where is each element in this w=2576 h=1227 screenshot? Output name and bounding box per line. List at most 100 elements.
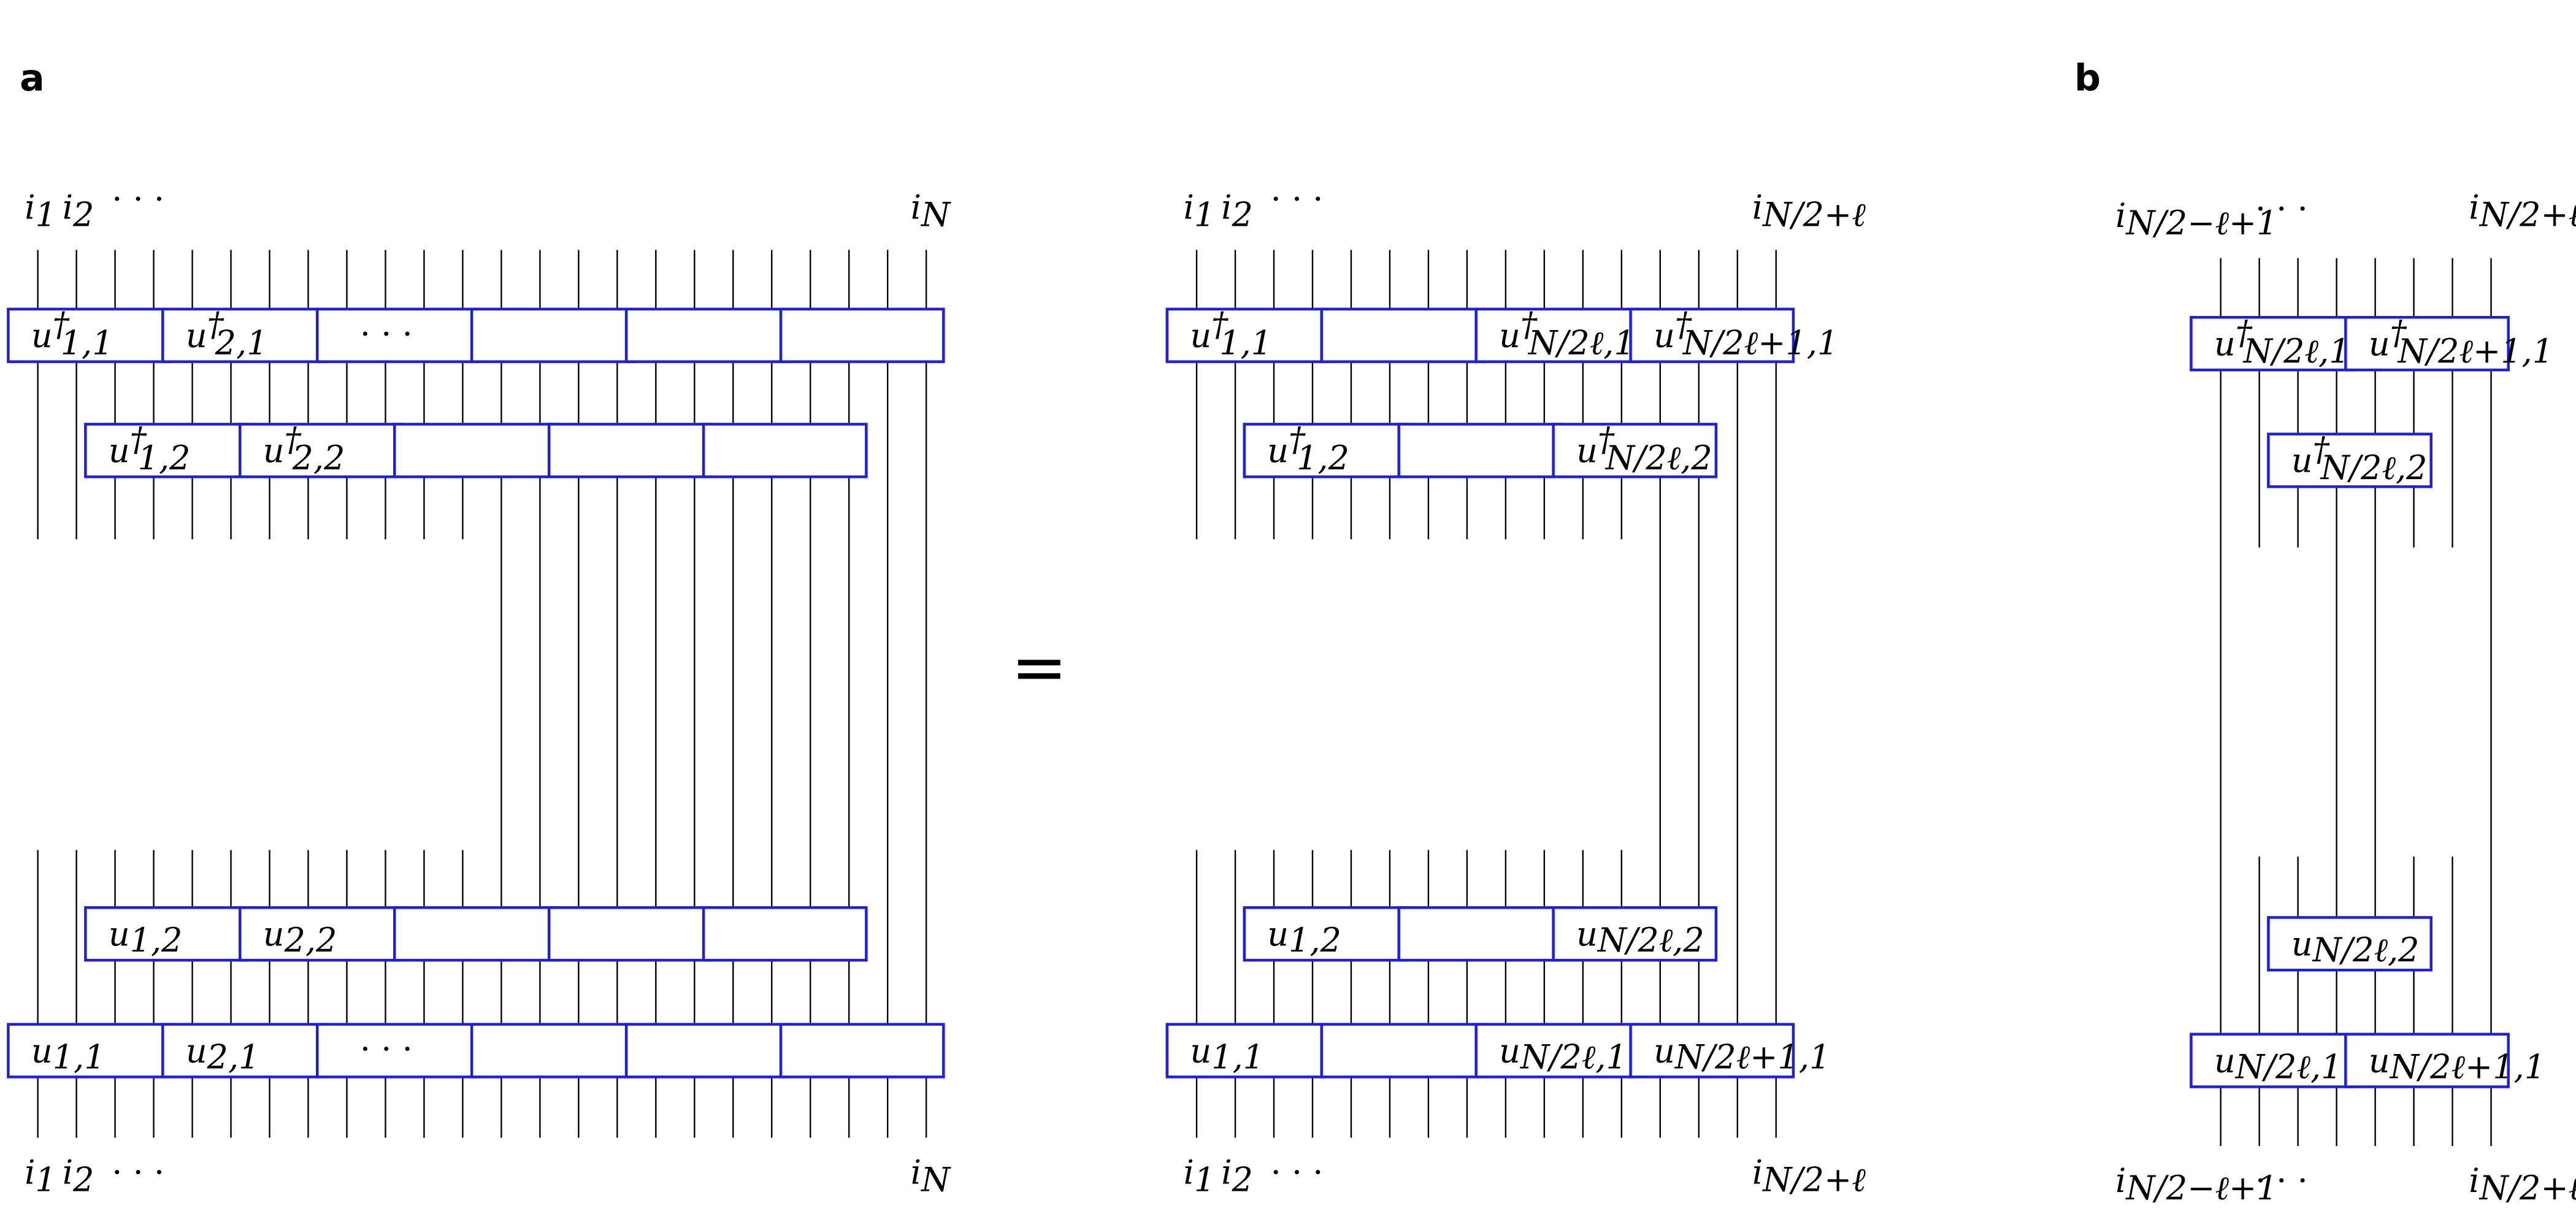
gate-a-bottom-blank — [393, 906, 559, 962]
gate-ar-top-uN2l1-dagger — [1474, 307, 1641, 363]
gate-a-bottom-blank — [624, 1023, 791, 1079]
gate-a-bottom-u11-subscript: 1,1 — [53, 1037, 105, 1076]
gate-ar-top-u11-dagger — [1165, 307, 1332, 363]
gate-ar-bottom-blank — [1320, 1023, 1486, 1079]
gate-b-top-uN2l2-dagger-dagger: † — [2313, 430, 2330, 469]
gate-b-bottom-uN2l2 — [2267, 916, 2432, 972]
gate-a-bottom-blank — [547, 906, 713, 962]
gate-ar-top-blank — [1320, 307, 1486, 363]
index-a-bottom-iN: iN — [911, 1153, 951, 1199]
gate-b-top-uN2l2-dagger-subscript: N/2ℓ,2 — [2320, 448, 2428, 487]
gate-ar-top-uN2lp1-dagger-subscript: N/2ℓ+1,1 — [1682, 323, 1838, 362]
index-a-top-i1-subscript: 1 — [35, 195, 56, 234]
index-b-top-left-subscript: N/2−ℓ+1 — [2125, 204, 2277, 242]
index-ar-top-i2: i2 — [1221, 188, 1253, 234]
index-ar-top-i1: i1 — [1184, 188, 1216, 234]
index-ar-bottom-iN2l-subscript: N/2+ℓ — [1761, 1161, 1866, 1199]
gate-ar-top-u12-dagger-subscript: 1,2 — [1297, 439, 1349, 477]
index-b-bottom-right: iN/2+ℓ — [2469, 1161, 2576, 1207]
gate-b-bottom-uN2l1-subscript: N/2ℓ,1 — [2234, 1047, 2342, 1086]
gate-b-top-uN2l2-dagger — [2267, 433, 2432, 488]
gate-a-top-dots — [315, 307, 481, 363]
gate-ar-top-uN2l2-dagger-dagger: † — [1598, 420, 1615, 459]
gate-b-top-uN2l1-dagger-dagger: † — [2236, 313, 2253, 352]
gate-ar-top-u11-dagger-dagger: † — [1211, 305, 1229, 344]
gate-a-bottom-u22 — [239, 906, 404, 962]
gate-a-top-blank — [470, 307, 636, 363]
gate-a-bottom-u12-subscript: 1,2 — [130, 921, 183, 960]
gate-a-top-u21-dagger — [161, 307, 327, 363]
gate-ar-top-u11-dagger-subscript: 1,1 — [1219, 323, 1272, 362]
gate-b-top-uN2l1-dagger-subscript: N/2ℓ,1 — [2242, 332, 2350, 371]
gate-ar-top-uN2l1-dagger-subscript: N/2ℓ,1 — [1527, 323, 1635, 362]
gate-a-top-u11-dagger — [7, 307, 172, 363]
panel-label-b: b — [2074, 56, 2101, 99]
index-ar-bottom-iN2l: iN/2+ℓ — [1752, 1153, 1866, 1199]
gate-ar-bottom-uN2lp1 — [1629, 1023, 1795, 1079]
gate-ar-bottom-u12-subscript: 1,2 — [1289, 921, 1341, 960]
gate-ar-top-u12-dagger — [1243, 423, 1409, 479]
gate-a-bottom-dots-dots: · · · — [360, 1030, 413, 1069]
gate-b-top-uN2lp1-dagger-dagger: † — [2390, 313, 2407, 352]
index-ar-bottom-i2-subscript: 2 — [1232, 1161, 1253, 1199]
index-ar-bottom-i1: i1 — [1184, 1153, 1216, 1199]
gate-a-top-u11-dagger-subscript: 1,1 — [61, 323, 113, 362]
index-b-top-right: iN/2+ℓ — [2469, 188, 2576, 234]
gate-ar-top-uN2l2-dagger — [1552, 423, 1718, 479]
gate-ar-bottom-uN2l1-label: uN/2ℓ,1 — [1499, 1031, 1627, 1076]
index-ar-top-iN2l: iN/2+ℓ — [1752, 188, 1866, 234]
index-ar-top-i1-subscript: 1 — [1194, 195, 1215, 234]
gate-a-top-blank — [547, 423, 713, 479]
gate-ar-bottom-uN2lp1-subscript: N/2ℓ+1,1 — [1674, 1037, 1830, 1076]
gate-a-top-u22-dagger-subscript: 2,2 — [292, 439, 345, 477]
gate-a-bottom-u11-label: u1,1 — [31, 1031, 105, 1076]
gate-ar-bottom-uN2l2-label: uN/2ℓ,2 — [1576, 915, 1704, 960]
gate-a-bottom-u21-label: u2,1 — [186, 1031, 260, 1076]
gate-a-bottom-u21-subscript: 2,1 — [207, 1037, 260, 1076]
gate-a-bottom-u12 — [84, 906, 250, 962]
wires-layer — [37, 250, 2492, 1146]
index-b-top-right-subscript: N/2+ℓ — [2478, 195, 2576, 234]
index-a-bottom-iN-subscript: N — [920, 1161, 951, 1199]
gate-b-bottom-uN2lp1-label: uN/2ℓ+1,1 — [2369, 1041, 2545, 1086]
gate-a-top-u12-dagger-dagger: † — [130, 420, 147, 459]
gate-b-bottom-uN2l1 — [2190, 1033, 2356, 1088]
gate-ar-bottom-uN2l2 — [1552, 906, 1718, 962]
index-ar-top-dots: · · · — [1271, 180, 1324, 218]
index-b-bottom-left: iN/2−ℓ+1 — [2115, 1161, 2277, 1207]
index-a-top-i2: i2 — [63, 188, 94, 234]
gate-a-top-u12-dagger-subscript: 1,2 — [138, 439, 191, 477]
index-b-top-dots: · · · — [2255, 190, 2308, 228]
gate-b-top-uN2lp1-dagger-subscript: N/2ℓ+1,1 — [2397, 332, 2553, 371]
gate-a-bottom-blank — [702, 906, 868, 962]
index-b-top-left: iN/2−ℓ+1 — [2115, 196, 2277, 242]
gate-b-bottom-uN2lp1-subscript: N/2ℓ+1,1 — [2389, 1047, 2545, 1086]
index-a-bottom-i1-subscript: 1 — [35, 1161, 56, 1199]
gate-b-top-uN2l1-dagger — [2190, 315, 2356, 372]
gate-ar-bottom-u12-label: u1,2 — [1267, 915, 1341, 960]
index-a-bottom-i1: i1 — [25, 1153, 56, 1199]
gate-a-bottom-blank — [470, 1023, 636, 1079]
gate-a-top-u22-dagger-dagger: † — [285, 420, 302, 459]
gate-ar-top-uN2lp1-dagger — [1629, 307, 1795, 363]
gate-a-bottom-u21 — [161, 1023, 327, 1079]
gate-a-top-blank — [624, 307, 791, 363]
index-a-top-iN: iN — [911, 188, 951, 234]
equals-sign: = — [1011, 628, 1067, 707]
index-a-bottom-i2-subscript: 2 — [72, 1161, 94, 1199]
gate-b-bottom-uN2lp1 — [2344, 1033, 2510, 1088]
index-a-top-i1: i1 — [25, 188, 56, 234]
gate-ar-bottom-u11-label: u1,1 — [1190, 1031, 1264, 1076]
gate-a-top-u11-dagger-dagger: † — [53, 305, 70, 344]
gate-a-top-blank — [702, 423, 868, 479]
index-ar-bottom-i1-subscript: 1 — [1194, 1161, 1215, 1199]
gate-a-top-u21-dagger-subscript: 2,1 — [215, 323, 268, 362]
gate-ar-top-uN2l1-dagger-dagger: † — [1520, 305, 1538, 344]
gate-ar-top-uN2l2-dagger-subscript: N/2ℓ,2 — [1604, 439, 1712, 477]
gate-ar-top-uN2lp1-dagger-dagger: † — [1675, 305, 1692, 344]
gate-ar-bottom-uN2lp1-label: uN/2ℓ+1,1 — [1654, 1031, 1830, 1076]
index-a-bottom-dots: · · · — [112, 1153, 164, 1192]
gate-ar-top-blank — [1397, 423, 1563, 479]
gate-a-bottom-blank — [779, 1023, 945, 1079]
